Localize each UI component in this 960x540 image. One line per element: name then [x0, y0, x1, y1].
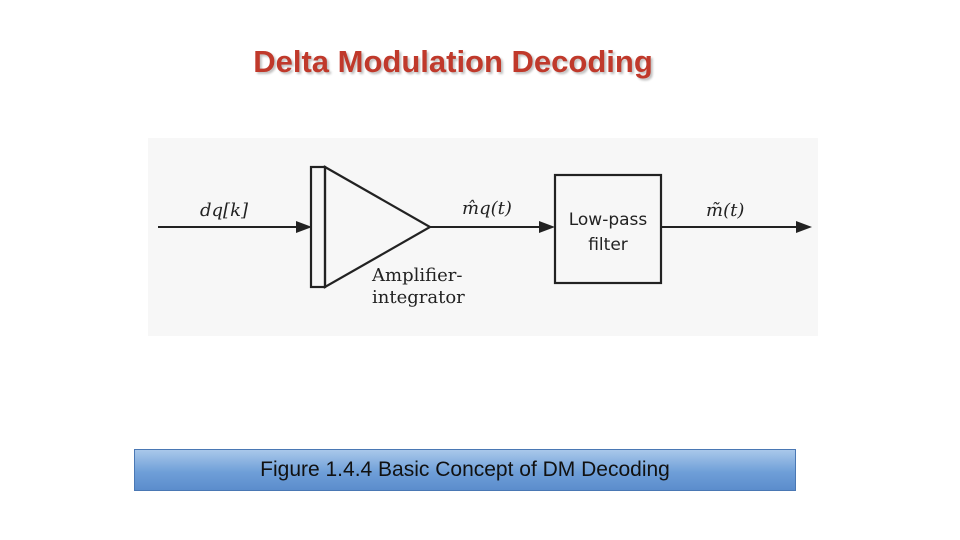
input-arrow-icon: [296, 221, 312, 233]
figure-caption-bar: Figure 1.4.4 Basic Concept of DM Decodin…: [134, 449, 796, 491]
filter-label-line1: Low-pass: [569, 210, 648, 230]
output-arrow-icon: [796, 221, 812, 233]
intermediate-arrow-icon: [539, 221, 555, 233]
low-pass-filter-box: [553, 173, 663, 285]
integrator-bar: [309, 165, 327, 289]
filter-label-line2: filter: [588, 235, 628, 255]
amplifier-triangle: [323, 165, 433, 289]
intermediate-label: m̂q(t): [462, 198, 512, 219]
output-label: m̃(t): [706, 200, 744, 221]
amplifier-label-line2: integrator: [372, 287, 465, 308]
input-label: dq[k]: [200, 200, 249, 221]
amplifier-label-line1: Amplifier-: [371, 265, 462, 286]
figure-caption: Figure 1.4.4 Basic Concept of DM Decodin…: [260, 458, 670, 481]
diagram-background: [148, 138, 818, 336]
slide-title: Delta Modulation Decoding: [253, 44, 653, 79]
